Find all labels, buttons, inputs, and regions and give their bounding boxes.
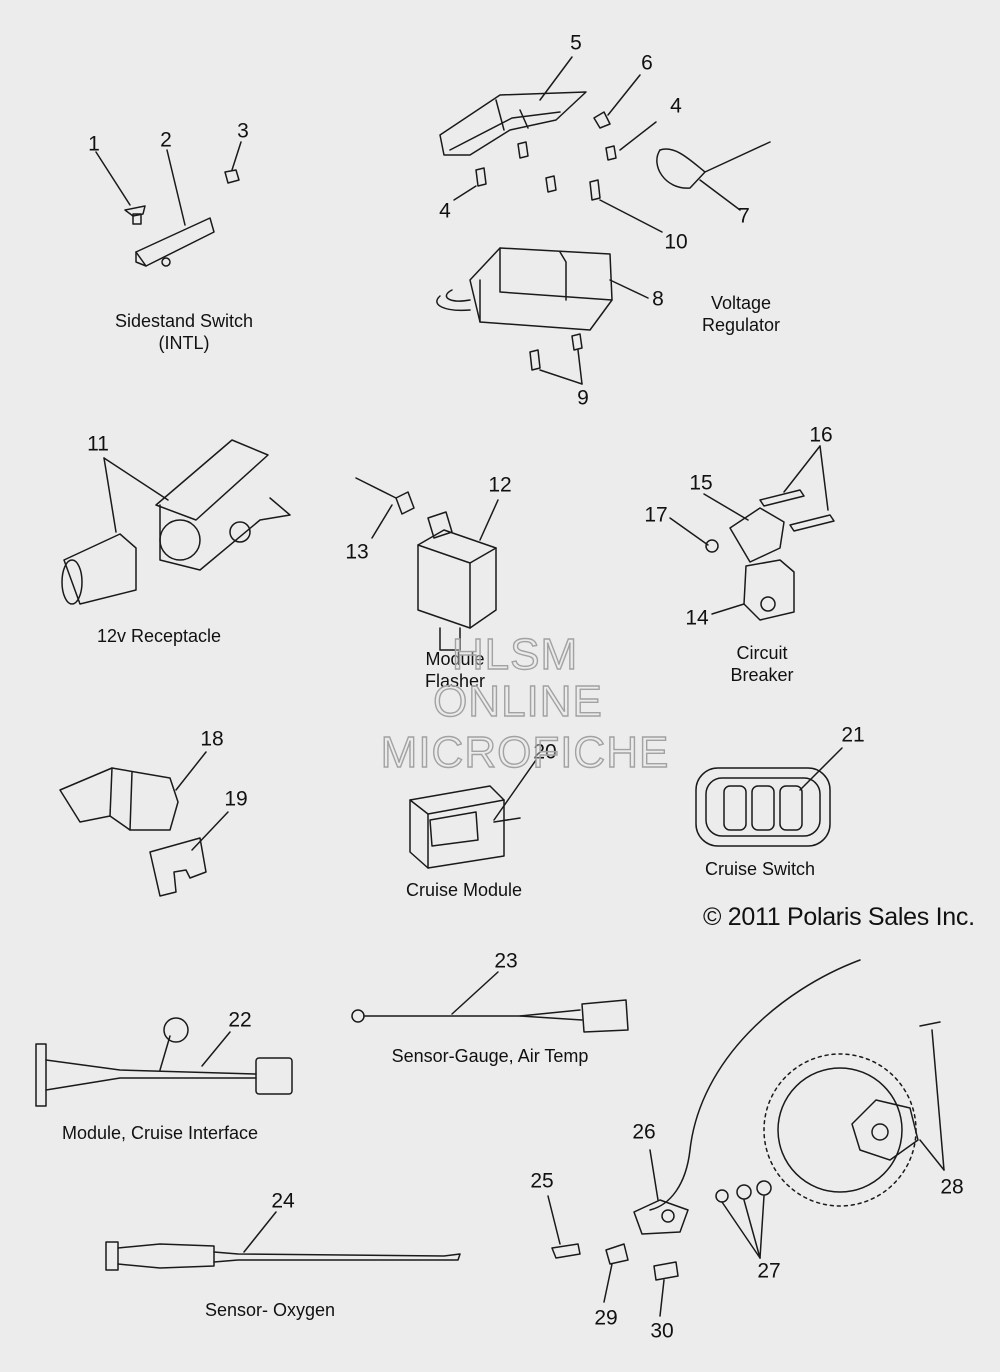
callout-20: 20: [533, 740, 557, 764]
label-sidestand-line2: (INTL): [158, 333, 210, 353]
label-cruise-switch: Cruise Switch: [704, 859, 816, 879]
watermark-line2: ONLINE: [432, 676, 603, 726]
voltage-regulator-illustration: [436, 56, 771, 385]
callout-4-lower: 4: [439, 199, 451, 223]
callout-21: 21: [841, 723, 865, 747]
callout-6: 6: [641, 51, 653, 75]
callout-23: 23: [494, 949, 518, 973]
label-module-flasher: Module Flasher: [425, 648, 485, 692]
callout-16: 16: [809, 423, 833, 447]
cruise-interface-illustration: [35, 1017, 293, 1107]
callout-18: 18: [200, 727, 224, 751]
callout-4-upper: 4: [670, 94, 682, 118]
label-voltage-line1: Voltage: [710, 293, 772, 313]
callout-29: 29: [594, 1306, 618, 1330]
flasher-illustration: [355, 477, 499, 651]
label-12v-receptacle: 12v Receptacle: [96, 626, 222, 646]
callout-30: 30: [650, 1319, 674, 1343]
callout-27: 27: [757, 1259, 781, 1283]
label-circuit-breaker: Circuit Breaker: [730, 642, 793, 686]
callout-2: 2: [160, 128, 172, 152]
callout-10: 10: [664, 230, 688, 254]
callout-17: 17: [644, 503, 668, 527]
watermark-line1: HLSM: [451, 629, 579, 679]
watermark-line3: MICROFICHE: [380, 727, 670, 777]
label-cruise-module: Cruise Module: [405, 880, 523, 900]
label-breaker-line1: Circuit: [736, 643, 788, 663]
circuit-breaker-illustration: [669, 445, 835, 621]
callout-12: 12: [488, 473, 512, 497]
callout-19: 19: [224, 787, 248, 811]
label-sidestand-line1: Sidestand Switch: [114, 311, 254, 331]
callout-9: 9: [577, 386, 589, 410]
callout-15: 15: [689, 471, 713, 495]
sidestand-switch-illustration: [95, 141, 242, 267]
label-oxygen-sensor: Sensor- Oxygen: [204, 1300, 336, 1320]
callout-22: 22: [228, 1008, 252, 1032]
label-flasher-line2: Flasher: [424, 671, 486, 691]
label-voltage-line2: Regulator: [701, 315, 781, 335]
label-sidestand-switch: Sidestand Switch (INTL): [115, 310, 253, 354]
fuse-holder-illustration: [59, 751, 229, 897]
cruise-module-illustration: [409, 759, 537, 869]
callout-7: 7: [738, 204, 750, 228]
callout-25: 25: [530, 1169, 554, 1193]
callout-26: 26: [632, 1120, 656, 1144]
label-flasher-line1: Module: [425, 649, 485, 669]
callout-5: 5: [570, 31, 582, 55]
speed-sensor-illustration: [547, 959, 945, 1317]
air-temp-sensor-illustration: [351, 971, 629, 1033]
label-air-temp-sensor: Sensor-Gauge, Air Temp: [391, 1046, 589, 1066]
callout-24: 24: [271, 1189, 295, 1213]
callout-1: 1: [88, 132, 100, 156]
label-breaker-line2: Breaker: [730, 665, 794, 685]
callout-14: 14: [685, 606, 709, 630]
receptacle-illustration: [61, 439, 291, 605]
callout-8: 8: [652, 287, 664, 311]
copyright-notice: © 2011 Polaris Sales Inc.: [703, 903, 975, 931]
oxygen-sensor-illustration: [105, 1211, 461, 1271]
label-cruise-interface: Module, Cruise Interface: [61, 1123, 259, 1143]
cruise-switch-illustration: [695, 747, 843, 847]
label-voltage-regulator: Voltage Regulator: [702, 292, 780, 336]
callout-28: 28: [940, 1175, 964, 1199]
callout-3: 3: [237, 119, 249, 143]
callout-13: 13: [345, 540, 369, 564]
callout-11: 11: [87, 432, 109, 456]
